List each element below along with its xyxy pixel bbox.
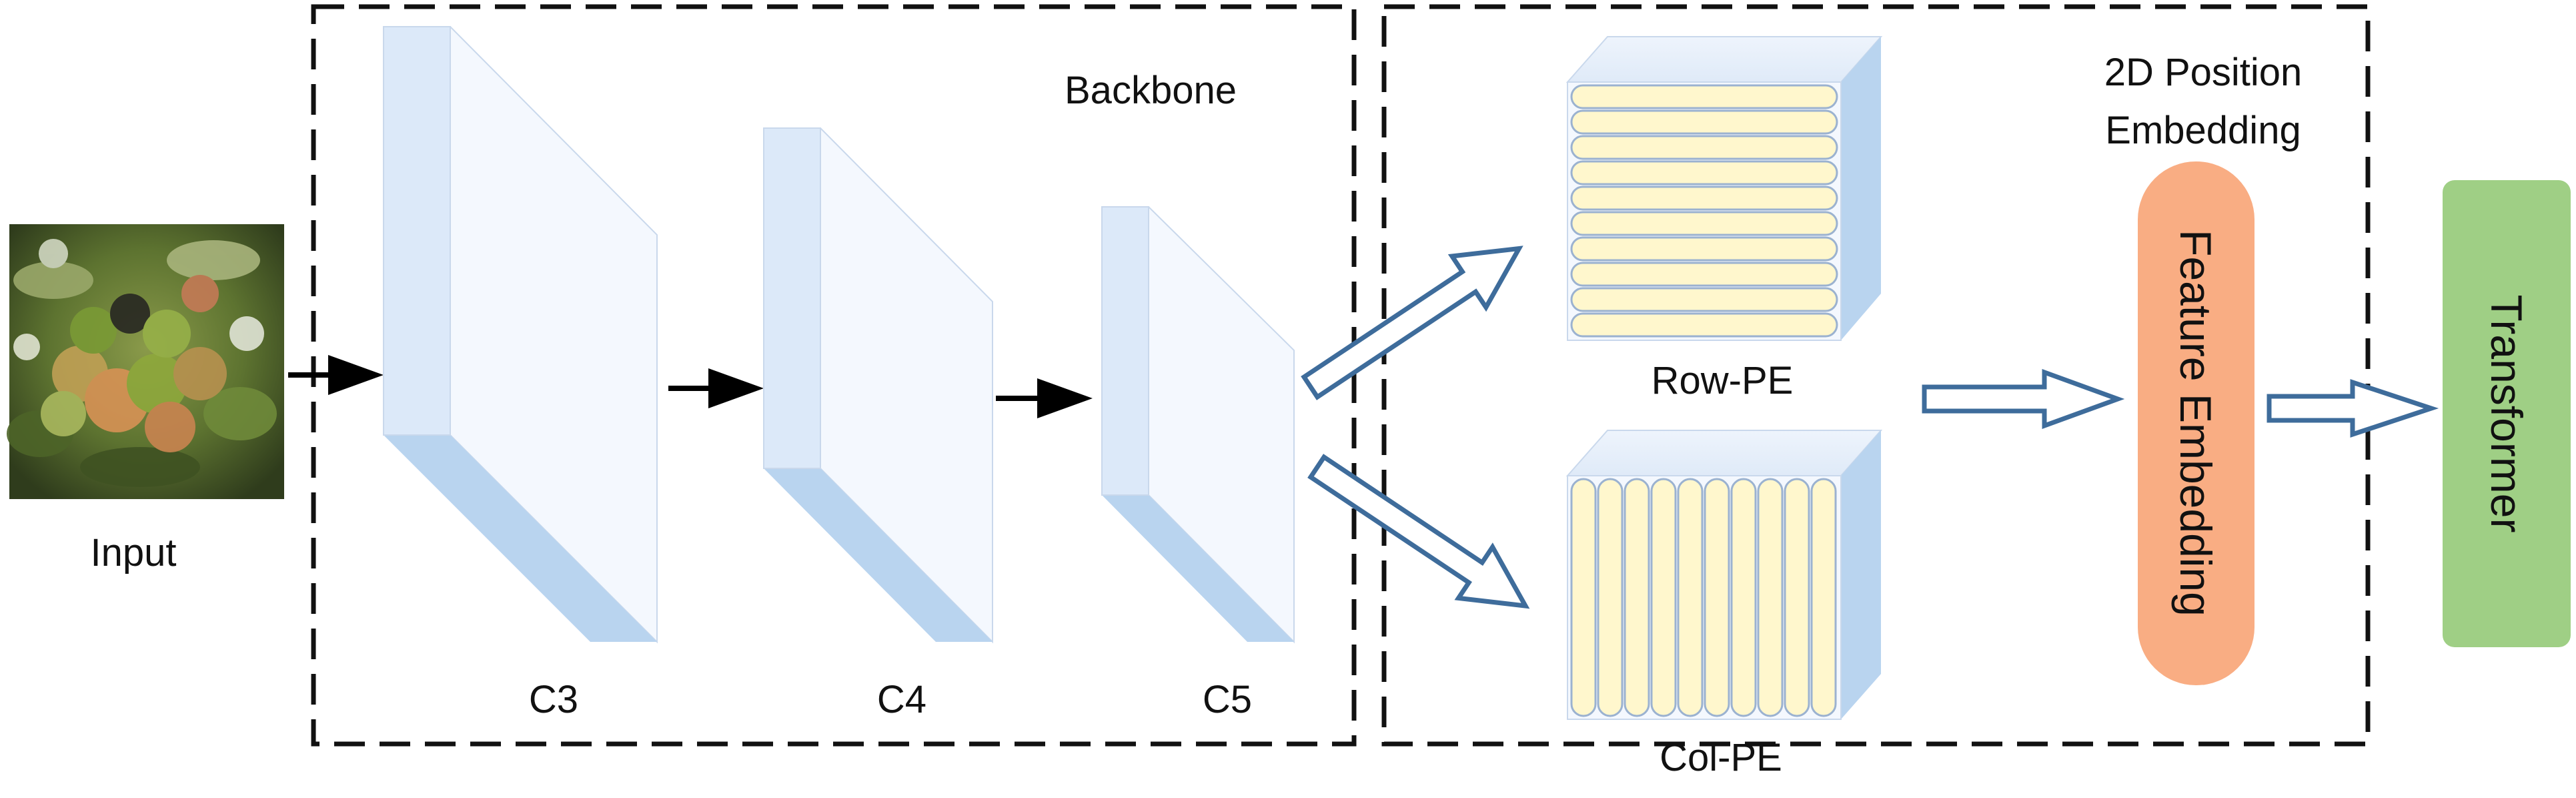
feature-embedding-label: Feature Embedding xyxy=(2171,230,2220,617)
stage-label-c5: C5 xyxy=(1203,678,1252,721)
arrow-c5-to-row-pe xyxy=(1301,246,1523,400)
row-pe-label: Row-PE xyxy=(1652,359,1794,402)
stage-label-c4: C4 xyxy=(877,678,926,721)
arrow-c5-to-col-pe xyxy=(1307,454,1530,609)
transformer-label: Transformer xyxy=(2482,295,2531,533)
row-pe-stripes xyxy=(1570,84,1838,338)
backbone-title: Backbone xyxy=(1065,69,1237,112)
arrow-feature-embedding-to-transformer xyxy=(2267,379,2439,438)
feature-embedding-block xyxy=(2138,161,2255,685)
col-pe-cube xyxy=(1565,430,1883,720)
arrow-c4-to-c5 xyxy=(996,378,1093,418)
input-image xyxy=(7,224,284,499)
feature-map-c4 xyxy=(763,127,993,644)
arrow-c3-to-c4 xyxy=(668,368,764,408)
col-pe-label: Col-PE xyxy=(1660,736,1782,779)
input-label: Input xyxy=(91,531,177,574)
transformer-block xyxy=(2443,180,2571,647)
feature-map-c5 xyxy=(1101,206,1295,644)
position-embedding-title-line1: 2D Position xyxy=(2104,51,2303,94)
position-embedding-title-line2: Embedding xyxy=(2105,109,2301,152)
arrow-pe-to-feature-embedding xyxy=(1922,369,2125,429)
stage-label-c3: C3 xyxy=(529,678,578,721)
arrow-input-to-c3 xyxy=(288,355,384,395)
col-pe-stripes xyxy=(1570,478,1837,717)
row-pe-cube xyxy=(1565,36,1883,341)
feature-map-c3 xyxy=(383,26,658,644)
